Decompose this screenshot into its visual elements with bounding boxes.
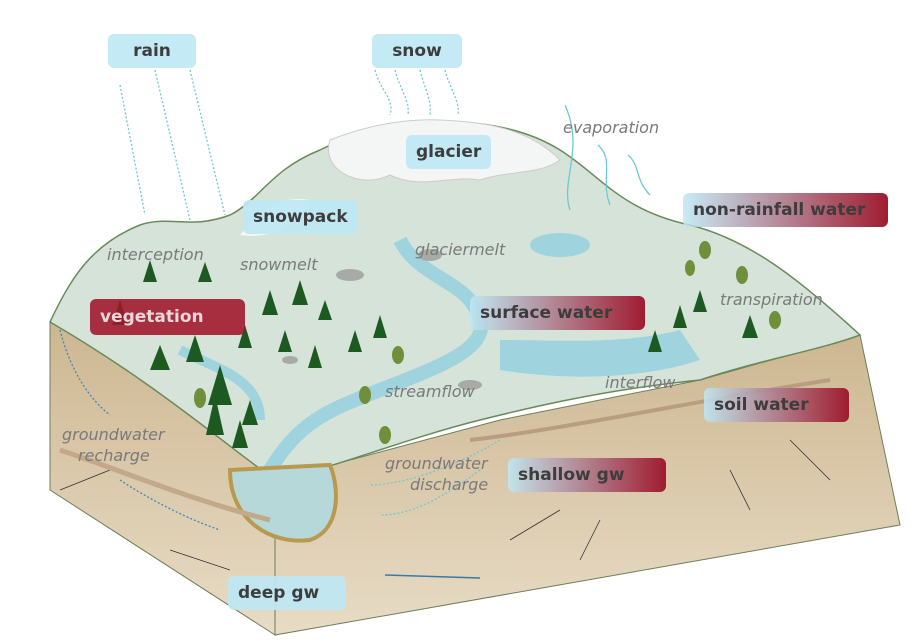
glacier-label: glacier: [406, 135, 492, 169]
evaporation-label: evaporation: [563, 118, 660, 137]
groundwater-recharge-label-line1: groundwater: [62, 425, 165, 444]
snowmelt-label: snowmelt: [240, 255, 318, 274]
groundwater-discharge-label-line1: groundwater: [385, 454, 488, 473]
groundwater-recharge-label-line2: recharge: [78, 446, 150, 465]
surface-water-label: surface water: [470, 296, 645, 330]
non-rainfall-water-label: non-rainfall water: [683, 193, 888, 227]
snowpack-label: snowpack: [243, 200, 358, 234]
interflow-label: interflow: [605, 373, 676, 392]
vegetation-label: vegetation: [90, 299, 245, 335]
groundwater-discharge-label-line2: discharge: [410, 475, 489, 494]
streamflow-label: streamflow: [385, 382, 475, 401]
rain-label: rain: [108, 34, 196, 68]
river: [263, 236, 489, 474]
soil-water-label: soil water: [704, 388, 849, 422]
snow-label: snow: [372, 34, 462, 68]
shallow-gw-label: shallow gw: [508, 458, 666, 492]
glaciermelt-label: glaciermelt: [415, 240, 506, 259]
interception-label: interception: [107, 245, 204, 264]
deep-gw-label: deep gw: [228, 576, 346, 610]
transpiration-label: transpiration: [720, 290, 823, 309]
